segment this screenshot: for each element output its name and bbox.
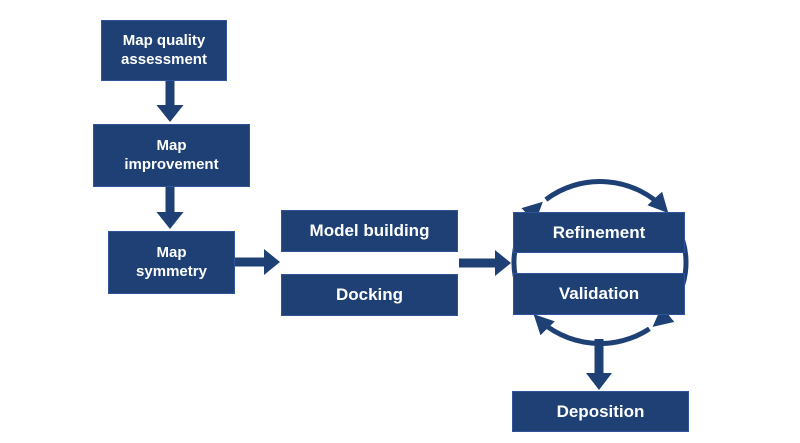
node-label: Validation xyxy=(558,284,640,304)
arrow-quality-to-improvement xyxy=(156,81,184,122)
node-label: Map quality assessment xyxy=(121,31,207,68)
node-refinement: Refinement xyxy=(513,212,685,253)
node-validation: Validation xyxy=(513,273,685,315)
node-label: Map improvement xyxy=(124,136,219,173)
node-map-symmetry: Map symmetry xyxy=(108,231,235,294)
node-deposition: Deposition xyxy=(512,391,689,432)
cycle-arrow-bottom xyxy=(533,314,651,346)
arrow-symmetry-to-modeling xyxy=(235,249,280,275)
node-docking: Docking xyxy=(281,274,458,316)
node-map-improvement: Map improvement xyxy=(93,124,250,187)
arrow-cycle-to-deposition xyxy=(586,339,612,390)
arrow-improvement-to-symmetry xyxy=(156,187,184,229)
node-label: Docking xyxy=(335,285,404,305)
node-label: Model building xyxy=(309,221,430,241)
node-label: Map symmetry xyxy=(136,243,207,280)
node-map-quality-assessment: Map quality assessment xyxy=(101,20,227,81)
arrow-modeling-to-refinement xyxy=(459,250,511,276)
node-label: Deposition xyxy=(556,401,645,421)
node-model-building: Model building xyxy=(281,210,458,252)
node-label: Refinement xyxy=(552,222,646,242)
cycle-arrow-top xyxy=(544,179,669,214)
